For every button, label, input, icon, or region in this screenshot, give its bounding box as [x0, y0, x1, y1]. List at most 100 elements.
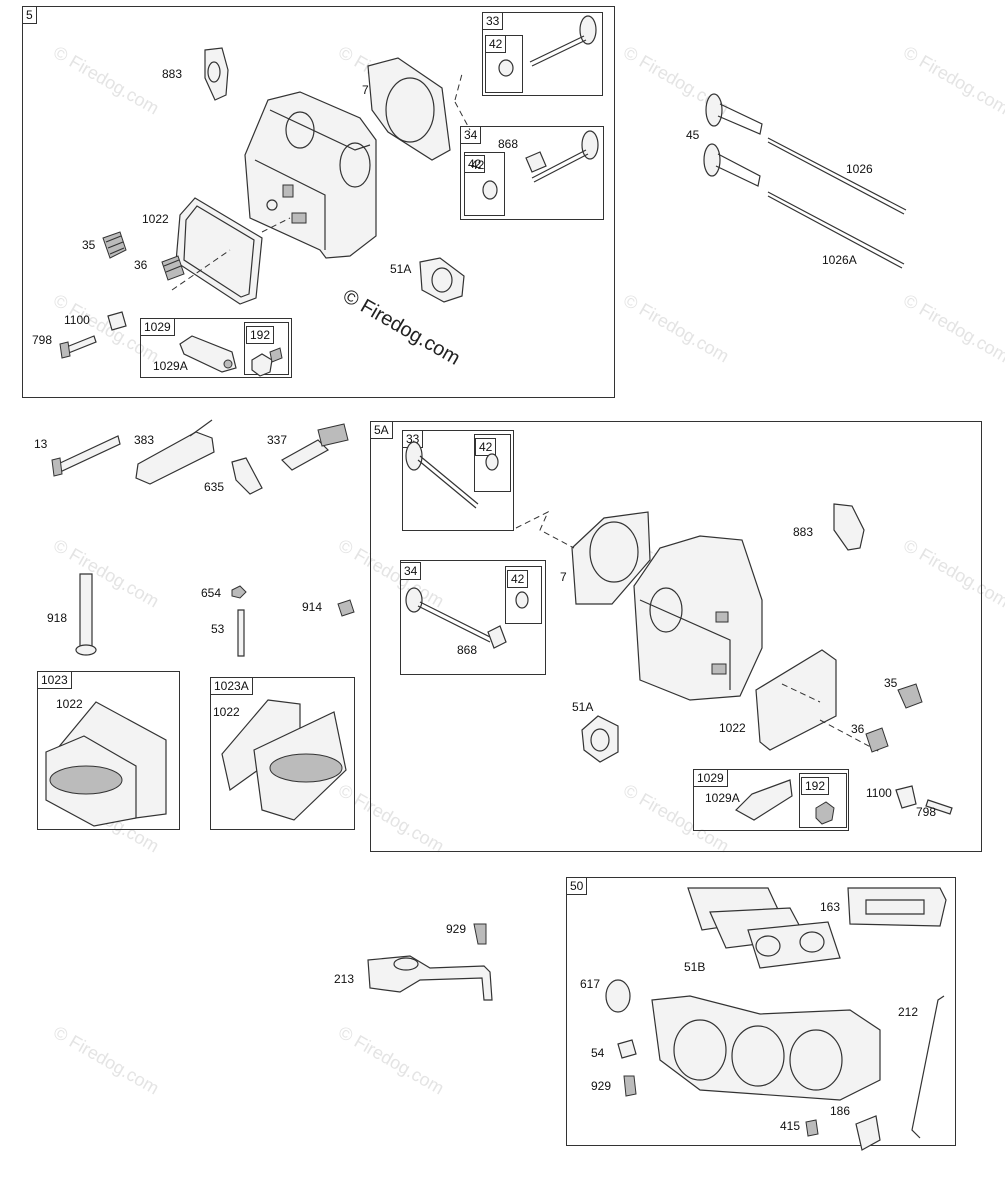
subbox-34a [460, 126, 604, 220]
callout-1100: 1100 [866, 786, 892, 800]
seal-42d-drawing [515, 591, 529, 609]
tag-33b: 33 [402, 430, 424, 448]
callout-51A: 51A [572, 700, 594, 714]
callout-1022: 1022 [213, 705, 240, 719]
subbox-33b [402, 430, 514, 531]
callout-45: 45 [686, 128, 700, 142]
section-5A-box [370, 421, 982, 852]
guide-868-drawing [525, 151, 547, 173]
callout-635: 635 [204, 480, 225, 494]
callout-35: 35 [82, 238, 96, 252]
bracket-213-drawing [367, 955, 493, 1001]
valve-34-drawing [531, 130, 599, 183]
pushrod-1026A-drawing [767, 191, 905, 269]
head-gasket-7b-drawing [571, 511, 651, 605]
nut-654-drawing [231, 585, 247, 599]
callout-868: 868 [457, 643, 478, 657]
valve-33b-drawing [405, 441, 479, 509]
tag-42a: 42 [485, 35, 507, 53]
callout-415: 415 [780, 1119, 801, 1133]
callout-798: 798 [32, 333, 53, 347]
tag-192a: 192 [246, 326, 275, 344]
gasket-883b-drawing [833, 503, 865, 551]
callout-883: 883 [793, 525, 814, 539]
callout-914: 914 [302, 600, 323, 614]
cylinder-head-drawing [244, 91, 377, 259]
tag-1029a: 1029 [140, 318, 175, 336]
bolt-13-drawing [57, 435, 121, 473]
callout-35: 35 [884, 676, 898, 690]
callout-1029A: 1029A [705, 791, 740, 805]
cylinder-head-5A-drawing [633, 535, 763, 701]
tag-192b: 192 [801, 777, 830, 795]
section-5-box [22, 6, 615, 398]
intake-manifold-drawing [651, 995, 881, 1101]
tag-42b: 42 [464, 155, 486, 173]
bolt-54-drawing [617, 1039, 637, 1059]
pushrod-1026-drawing [767, 137, 907, 215]
rod-212-drawing [911, 995, 945, 1139]
subbox-1029b [693, 769, 849, 831]
spark-plug-337-drawing [281, 439, 329, 471]
callout-186: 186 [830, 1104, 851, 1118]
valve-cover-1023-drawing [45, 701, 167, 827]
callout-36: 36 [851, 722, 865, 736]
head-gasket-7-drawing [367, 57, 451, 161]
callout-868: 868 [498, 137, 519, 151]
subbox-42c [474, 434, 511, 492]
valve-45-drawing [703, 93, 763, 187]
callout-883: 883 [162, 67, 183, 81]
nut-192-drawing [251, 353, 273, 377]
gasket-163-drawing [847, 887, 947, 927]
subbox-192a [244, 322, 289, 375]
fitting-186-drawing [855, 1115, 881, 1151]
subbox-34b [400, 560, 546, 675]
callout-36: 36 [134, 258, 148, 272]
section-5-tag: 5 [22, 6, 37, 24]
o-ring-617-drawing [605, 979, 631, 1013]
section-5A-tag: 5A [370, 421, 393, 439]
plug-415-drawing [805, 1119, 819, 1137]
section-1023-box [37, 671, 180, 830]
callout-53: 53 [211, 622, 225, 636]
section-1023A-box [210, 677, 355, 830]
intake-gasket-51B-drawing [687, 887, 841, 969]
gasket-51Ab-drawing [581, 715, 619, 763]
bolt-914-drawing [337, 599, 355, 617]
guide-1100b-drawing [895, 785, 917, 809]
seal-42c-drawing [485, 453, 499, 471]
rocker-1029Ab-drawing [735, 779, 793, 821]
valve-cover-1023A-drawing [221, 699, 347, 821]
callout-654: 654 [201, 586, 222, 600]
stud-53-drawing [237, 609, 245, 657]
callout-13: 13 [34, 437, 48, 451]
tag-33a: 33 [482, 12, 504, 30]
callout-929: 929 [591, 1079, 612, 1093]
bolt-798b-drawing [925, 799, 953, 815]
callout-929: 929 [446, 922, 467, 936]
section-1023A-tag: 1023A [210, 677, 253, 695]
boot-635-drawing [231, 457, 263, 495]
spring-36b-drawing [865, 727, 889, 753]
gasket-1022b-drawing [755, 649, 837, 751]
callout-42: 42 [471, 158, 485, 172]
valve-34b-drawing [405, 587, 493, 643]
subbox-42d [505, 566, 542, 624]
nut-192b-drawing [815, 801, 835, 825]
spring-36-drawing [161, 255, 185, 281]
callout-617: 617 [580, 977, 601, 991]
tag-42c: 42 [475, 438, 497, 456]
valve-33-drawing [529, 15, 597, 67]
guide-1100-drawing [107, 311, 127, 331]
callout-1026: 1026 [846, 162, 873, 176]
callout-7: 7 [362, 83, 369, 97]
callout-212: 212 [898, 1005, 919, 1019]
callout-1029A: 1029A [153, 359, 188, 373]
callout-1022: 1022 [56, 697, 83, 711]
callout-1022: 1022 [719, 721, 746, 735]
section-1023-tag: 1023 [37, 671, 72, 689]
callout-54: 54 [591, 1046, 605, 1060]
tag-34a: 34 [460, 126, 482, 144]
subbox-42b [464, 152, 505, 216]
